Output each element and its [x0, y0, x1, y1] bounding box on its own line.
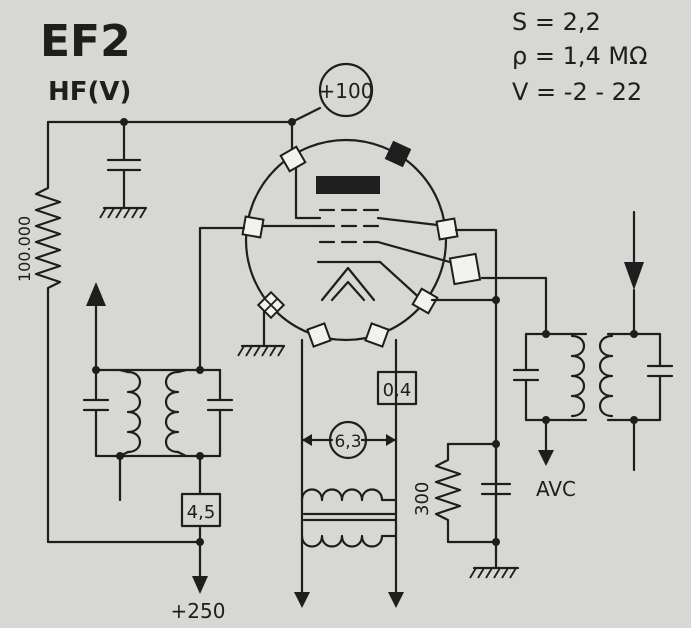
- junction-dot: [492, 296, 500, 304]
- junction-dot: [92, 366, 100, 374]
- coil-leads: [118, 368, 188, 458]
- junction-dot: [196, 538, 204, 546]
- input-tank-capacitor-left: [82, 368, 202, 458]
- input-tank-capacitor-right: [198, 368, 234, 458]
- input-coil-primary: [126, 370, 142, 454]
- heater-voltage-circle: [328, 420, 368, 460]
- shield-ground-wire: [240, 310, 286, 348]
- input-arrow-icon: [86, 282, 106, 306]
- tube-pin-heater-left: [306, 322, 332, 348]
- junction-dot: [542, 330, 550, 338]
- cathode-ground-wire: [472, 540, 520, 570]
- output-coil-primary: [570, 334, 586, 418]
- heater-current-box: [376, 370, 418, 406]
- tube-pin-cathode: [411, 287, 439, 315]
- screen-voltage-label: +100: [319, 79, 374, 103]
- shield-pin-cross: [263, 297, 279, 313]
- tube-pin-key: [384, 140, 412, 168]
- tube-pin-right: [435, 217, 459, 241]
- transformer-primary-coil: [300, 488, 398, 502]
- screen-grid-wire: [46, 120, 294, 154]
- heater-supply-arrows: [294, 592, 404, 608]
- screen-grid-lead: [294, 158, 322, 220]
- heater-wires: [300, 338, 398, 598]
- grid-input-wire: [198, 226, 246, 372]
- output-tank-capacitor-left: [512, 332, 588, 422]
- cap-wire-right: [480, 276, 548, 336]
- input-coil-secondary: [164, 370, 180, 454]
- screen-resistor: [34, 120, 202, 544]
- heater-filament: [320, 266, 376, 302]
- supply-arrow-icon: [192, 576, 208, 594]
- junction-dot: [492, 440, 500, 448]
- param-grid-bias: V = -2 - 22: [512, 78, 642, 106]
- plate-wire-right: [454, 228, 498, 544]
- heater-current-label: 0,4: [383, 380, 412, 401]
- screen-resistor-label: 100.000: [15, 216, 34, 282]
- tube-pin-top-left: [279, 145, 307, 173]
- junction-dot: [116, 452, 124, 460]
- ground-symbol: [99, 207, 147, 219]
- transformer-secondary-coil: [300, 534, 398, 548]
- tube-function-subtitle: HF(V): [48, 77, 131, 107]
- tube-type-title: EF2: [40, 16, 131, 67]
- decoupling-capacitor: [102, 120, 148, 210]
- output-tank-capacitor-right: [606, 332, 674, 422]
- tube-envelope: [244, 138, 448, 342]
- transformer-core: [302, 512, 398, 522]
- cathode-capacitor: [480, 442, 512, 544]
- supply-voltage-label: +250: [171, 599, 226, 623]
- suppressor-lead: [376, 216, 448, 228]
- output-arrow-icon: [624, 262, 644, 290]
- anode-plate: [316, 176, 380, 194]
- cathode-resistor: [434, 442, 498, 544]
- heater-voltage-arrows: [302, 434, 396, 446]
- plate-current-label: 4,5: [187, 502, 216, 523]
- tube-cap-pin: [448, 252, 482, 286]
- ground-symbol: [237, 345, 285, 357]
- avc-label: AVC: [536, 477, 576, 501]
- ground-symbol: [469, 567, 517, 579]
- heater-voltage-label: 6,3: [334, 432, 361, 452]
- tube-pin-grid: [241, 215, 265, 239]
- plate-current-box: [180, 492, 222, 528]
- tube-pin-heater-right: [364, 322, 390, 348]
- junction-dot: [288, 118, 296, 126]
- cathode-resistor-label: 300: [412, 482, 433, 516]
- param-internal-resistance: ρ = 1,4 MΩ: [512, 42, 647, 70]
- junction-dot: [196, 366, 204, 374]
- screen-voltage-circle: [318, 62, 374, 118]
- param-transconductance: S = 2,2: [512, 8, 601, 36]
- output-coil-secondary: [598, 334, 614, 418]
- cathode-lead: [378, 260, 426, 304]
- screen-tap-wire: [290, 106, 322, 124]
- avc-arrow-icon: [538, 450, 554, 466]
